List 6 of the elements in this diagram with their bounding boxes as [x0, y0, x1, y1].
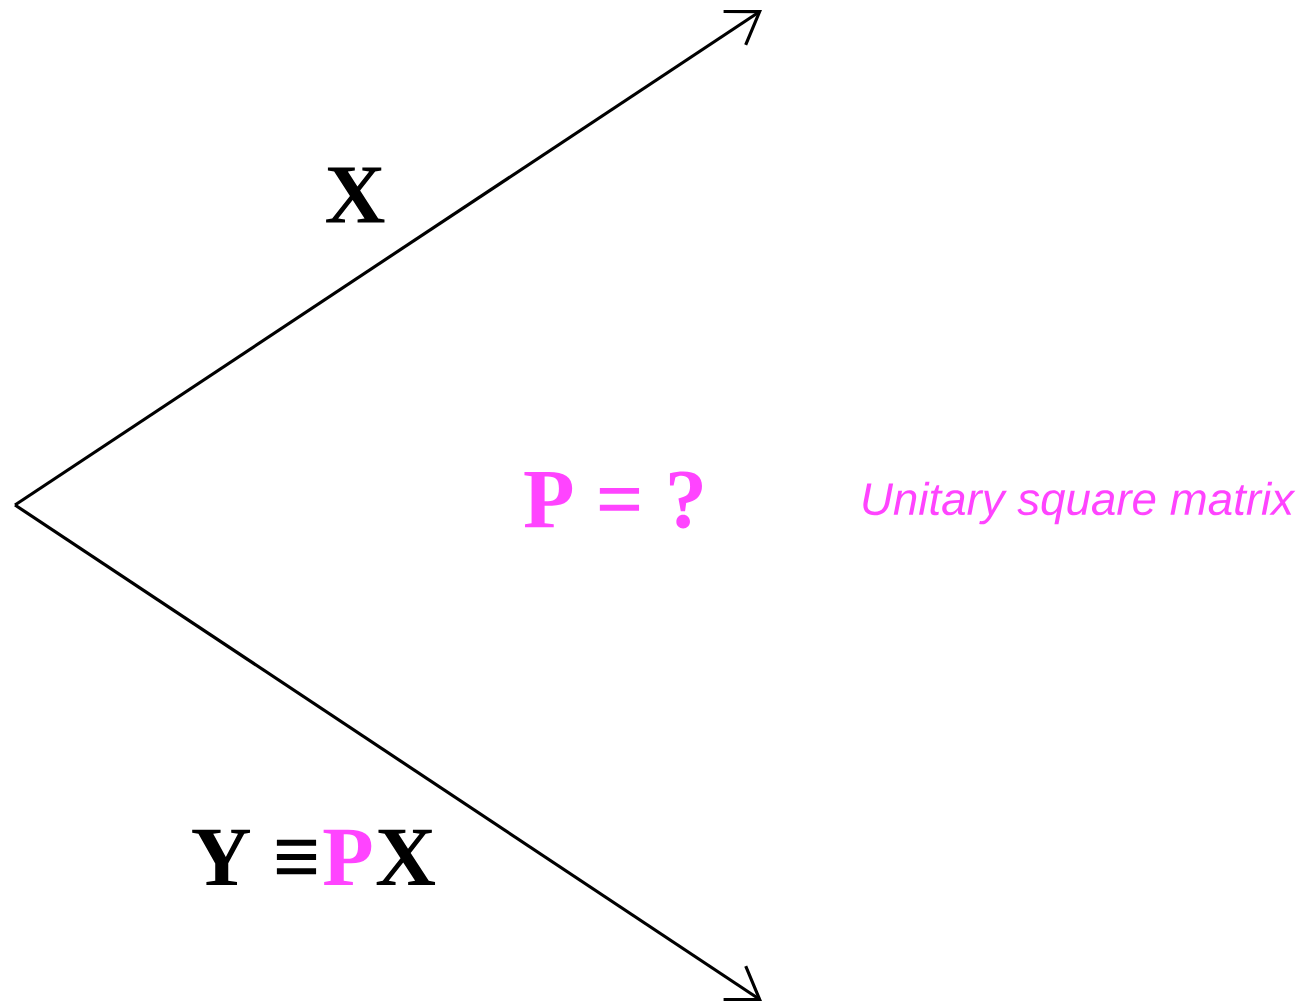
equation-part: Y ≡: [192, 829, 317, 885]
equation-part: P: [323, 829, 372, 885]
note-text: Unitary square matrix: [863, 481, 1296, 525]
math-label: X: [326, 167, 385, 223]
equation-part: X: [376, 829, 436, 885]
math-label: P = ?: [524, 471, 702, 529]
